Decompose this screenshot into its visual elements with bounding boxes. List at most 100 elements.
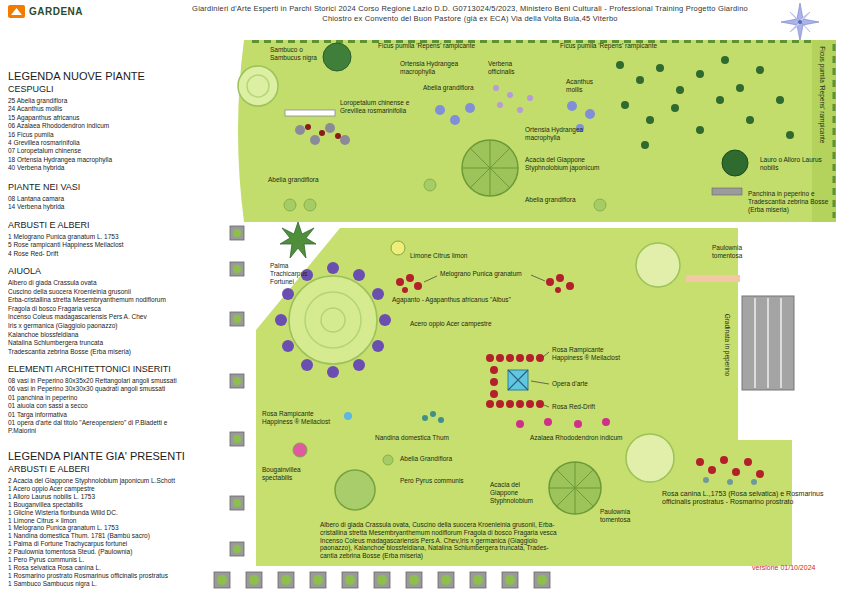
legend-subheading: ARBUSTI E ALBERI — [8, 220, 90, 231]
shrub-dots — [435, 105, 445, 115]
legend-item: 25 Abelia grandiflora — [8, 97, 67, 105]
stone-planters — [214, 572, 230, 588]
plant-label: Abelia grandiflora — [268, 176, 319, 184]
tree-canopies — [462, 140, 518, 196]
plant-label: Nandina domestica Thum — [375, 434, 449, 442]
artwork-plinth — [508, 370, 528, 390]
plant-label: Acacia del Giappone Styphnolobium japoni… — [525, 156, 625, 172]
legend-heading: LEGENDA PIANTE GIA' PRESENTI — [8, 450, 185, 463]
stone-planters — [249, 575, 259, 585]
plant-label: Bougainvillea spectabilis — [262, 466, 318, 482]
tree-canopies — [321, 308, 345, 332]
legend-item: 1 Glicine Wisteria floribunda Willd DC. — [8, 509, 118, 517]
plant-label: Lauro o Alloro Laurus nobilis — [760, 156, 822, 172]
stone-staircase — [767, 298, 769, 388]
leader-lines — [543, 352, 549, 357]
tree-canopies — [238, 43, 748, 514]
legend-item: 1 Pero Pyrus communis L. — [8, 556, 84, 564]
shrub-dots — [493, 85, 499, 91]
shrub-dots — [621, 101, 629, 109]
plant-label: Rosa Rampicante Happiness ® Meilaclost — [552, 346, 634, 362]
legend-heading: LEGENDA NUOVE PIANTE — [8, 70, 145, 83]
stone-planters — [441, 575, 451, 585]
rose-clusters — [546, 278, 554, 286]
logo-mark — [8, 5, 25, 18]
leader-lines — [544, 405, 549, 407]
rose-clusters — [406, 274, 414, 282]
legend-item: Kalanchoe blossfeldiana — [8, 331, 78, 339]
stone-staircase — [754, 298, 756, 388]
stone-planters — [233, 377, 241, 385]
plant-label: Paulownia tomentosa — [712, 244, 758, 260]
plant-label: Abelia grandiflora — [525, 196, 576, 204]
stone-planters — [230, 226, 244, 240]
legend-item: Natalina Schlumbergera truncata — [8, 339, 103, 347]
shrub-dots — [304, 199, 316, 211]
shrub-dots — [305, 124, 341, 139]
plant-label: Melograno Punica granatum — [440, 270, 522, 278]
legend-item: 1 Sambuco Sambucus nigra L. — [8, 580, 97, 588]
shrub-dots — [438, 417, 444, 423]
agapanthus-ring — [301, 359, 313, 371]
shrub-dots — [746, 116, 754, 124]
rose-clusters — [696, 458, 704, 466]
shrub-dots — [646, 116, 654, 124]
stone-planters — [233, 499, 241, 507]
shrub-dots — [516, 420, 524, 428]
stone-planters — [438, 572, 454, 588]
shrub-dots — [497, 102, 503, 108]
plant-label: Paulownia tomentosa — [600, 508, 646, 524]
shrub-dots — [310, 135, 320, 145]
rose-clusters — [555, 287, 561, 293]
legend-subheading: CESPUGLI — [8, 84, 54, 95]
stone-planters — [278, 572, 294, 588]
legend-item: 1 Limone Citrus × limon — [8, 517, 76, 525]
agapanthus-ring — [282, 288, 294, 300]
legend-item: 15 Agapanthus africanus — [8, 114, 80, 122]
stone-planters — [470, 572, 486, 588]
page-title: Giardinieri d'Arte Esperti in Parchi Sto… — [190, 4, 750, 24]
stone-bench — [712, 188, 742, 195]
shrub-dots — [305, 124, 311, 130]
plant-label: Acero oppio Acer campestre — [410, 320, 492, 328]
legend-item: Cuscino della suocera Kroenleinia gruson… — [8, 288, 131, 296]
stone-planters — [534, 572, 550, 588]
shrub-dots — [424, 179, 436, 191]
shrub-dots — [721, 56, 729, 64]
shrub-dots — [671, 104, 679, 112]
tree-canopies — [335, 470, 375, 510]
shrub-dots — [516, 418, 610, 428]
shrub-dots — [422, 411, 444, 423]
stone-planters — [233, 435, 241, 443]
shrub-dots — [344, 412, 352, 420]
stone-planters — [374, 572, 390, 588]
legend-item: 16 Ficus pumila — [8, 131, 54, 139]
legend-item: Incenso Coleus madagascariensis Pers A. … — [8, 313, 147, 321]
shrub-dots — [335, 133, 341, 139]
plant-label: Acacia del Giappone Styphnolobium — [490, 481, 548, 504]
legend-item: Albero di giada Crassula ovata — [8, 279, 97, 287]
shrub-dots — [616, 56, 794, 149]
plant-label: Rosa Red-Drift — [552, 403, 595, 411]
tree-canopies — [323, 43, 351, 71]
shrub-dots — [574, 420, 582, 428]
tree-canopies — [626, 434, 674, 482]
stone-planters — [233, 229, 241, 237]
agapanthus-ring — [353, 359, 365, 371]
agapanthus-ring — [372, 340, 384, 352]
stone-planters — [230, 542, 244, 556]
plant-label: Rosa Rampicante Happiness ® Meilaclost — [262, 410, 340, 426]
legend-item: 01 opera d'arte dal titolo "Aereopensier… — [8, 419, 168, 435]
shrub-dots — [293, 443, 307, 457]
legend-item: 01 panchina in peperino — [8, 394, 77, 402]
legend-item: 06 Azalaea Rhododendron indicum — [8, 122, 109, 130]
agapanthus-ring — [353, 269, 365, 281]
legend-item: 2 Paulownia tomentosa Steud. (Paulownia) — [8, 548, 132, 556]
rosemary — [703, 477, 709, 483]
legend-item: 1 Melograno Punica granatum L. 1753 — [8, 233, 119, 241]
compass-rose — [798, 20, 802, 24]
stone-planters — [217, 575, 227, 585]
compass-rose — [790, 12, 810, 32]
rose-clusters — [526, 400, 534, 408]
rose-clusters — [490, 378, 498, 386]
